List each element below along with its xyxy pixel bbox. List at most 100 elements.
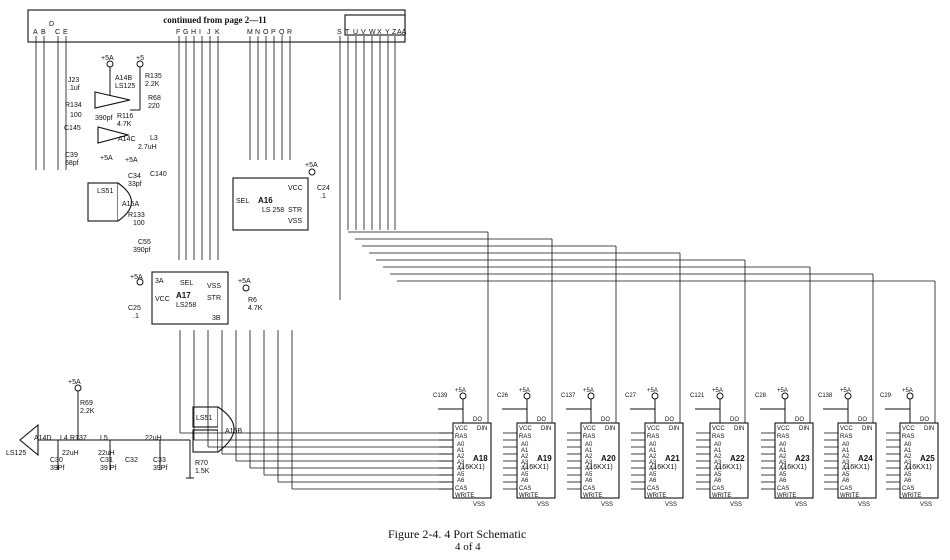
signal-label-o: O — [263, 29, 269, 36]
svg-text:A1: A1 — [521, 448, 529, 454]
a15a-gate: LS51 A15A R133 100 C55 390pf — [87, 182, 151, 254]
svg-text:LS 258: LS 258 — [262, 207, 284, 214]
svg-text:A4: A4 — [457, 466, 465, 472]
svg-text:A6: A6 — [779, 478, 787, 484]
signal-label-p: P — [271, 29, 276, 36]
svg-text:C55: C55 — [138, 239, 151, 246]
svg-text:WRITE: WRITE — [902, 493, 921, 499]
svg-text:WRITE: WRITE — [455, 493, 474, 499]
a17-chip: A17 LS258 SEL STR VCC VSS 3A 3B +5A C25 … — [128, 271, 263, 325]
svg-text:A0: A0 — [904, 442, 912, 448]
svg-text:LS125: LS125 — [115, 83, 135, 90]
svg-text:A3: A3 — [842, 460, 850, 466]
svg-text:100: 100 — [70, 112, 82, 119]
signal-label-g: G — [183, 29, 188, 36]
svg-text:A0: A0 — [649, 442, 657, 448]
svg-text:DO: DO — [601, 417, 610, 423]
svg-text:+5A: +5A — [101, 55, 114, 62]
signal-label-d: D — [49, 21, 54, 28]
svg-text:WRITE: WRITE — [712, 493, 731, 499]
svg-text:DIN: DIN — [799, 426, 809, 432]
svg-text:+5A: +5A — [902, 388, 913, 394]
svg-text:VCC: VCC — [155, 296, 170, 303]
svg-text:VCC: VCC — [288, 185, 303, 192]
svg-text:C33: C33 — [153, 457, 166, 464]
svg-text:L5: L5 — [100, 435, 108, 442]
svg-text:39Pf: 39Pf — [50, 465, 64, 472]
svg-text:A6: A6 — [585, 478, 593, 484]
svg-text:A5: A5 — [457, 472, 465, 478]
svg-text:DO: DO — [920, 417, 929, 423]
svg-text:+5A: +5A — [455, 388, 466, 394]
svg-text:STR: STR — [207, 295, 221, 302]
svg-text:A14D: A14D — [34, 435, 52, 442]
svg-text:3B: 3B — [212, 315, 221, 322]
svg-text:C39: C39 — [65, 152, 78, 159]
svg-text:WRITE: WRITE — [777, 493, 796, 499]
svg-text:A5: A5 — [842, 472, 850, 478]
signal-label-t: T — [345, 29, 350, 36]
svg-text:A3: A3 — [457, 460, 465, 466]
svg-text:A4: A4 — [521, 466, 529, 472]
svg-text:R133: R133 — [128, 212, 145, 219]
svg-text:VSS: VSS — [920, 502, 932, 508]
ram-chip-type: (16KX1) — [844, 464, 870, 471]
svg-text:A15B: A15B — [225, 428, 242, 435]
svg-text:VCC: VCC — [712, 426, 725, 432]
svg-text:LS51: LS51 — [97, 188, 113, 195]
svg-text:68pf: 68pf — [65, 160, 79, 167]
ram-chip-type: (16KX1) — [523, 464, 549, 471]
svg-text:A6: A6 — [521, 478, 529, 484]
svg-text:A3: A3 — [714, 460, 722, 466]
svg-text:R70: R70 — [195, 460, 208, 467]
svg-text:A14B: A14B — [115, 75, 132, 82]
svg-text:2.2K: 2.2K — [145, 81, 160, 88]
svg-text:A0: A0 — [714, 442, 722, 448]
svg-text:3A: 3A — [155, 278, 164, 285]
svg-text:SEL: SEL — [180, 280, 193, 287]
signal-label-e: E — [63, 29, 68, 36]
svg-text:100: 100 — [133, 220, 145, 227]
signal-label-z: Z — [392, 29, 397, 36]
svg-text:2.7uH: 2.7uH — [138, 144, 157, 151]
svg-text:DIN: DIN — [862, 426, 872, 432]
ram-chip-name: A25 — [920, 454, 935, 463]
svg-text:DO: DO — [730, 417, 739, 423]
ram-chip-name: A24 — [858, 454, 873, 463]
ram-chip-type: (16KX1) — [906, 464, 932, 471]
svg-text:C25: C25 — [128, 305, 141, 312]
decoupling-cap: C28 — [755, 393, 767, 399]
svg-text:A4: A4 — [842, 466, 850, 472]
signal-label-b: B — [41, 29, 46, 36]
svg-text:390pf: 390pf — [95, 115, 113, 122]
svg-text:R116: R116 — [117, 113, 133, 120]
svg-text:CAS: CAS — [777, 486, 789, 492]
decoupling-cap: C139 — [433, 393, 448, 399]
svg-text:A5: A5 — [521, 472, 529, 478]
signal-label-y: Y — [385, 29, 390, 36]
left-passives: J23 .1uf R134 100 C145 390pf R116 4.7K R… — [64, 77, 167, 188]
svg-text:WRITE: WRITE — [519, 493, 538, 499]
a15b-gate: LS51 A15B — [192, 406, 242, 453]
signal-label-a: A — [33, 29, 38, 36]
svg-text:A1: A1 — [649, 448, 657, 454]
svg-text:A14C: A14C — [118, 136, 136, 143]
svg-text:22uH: 22uH — [145, 435, 162, 442]
svg-text:4.7K: 4.7K — [117, 121, 132, 128]
decoupling-cap: C27 — [625, 393, 637, 399]
svg-text:+5A: +5A — [647, 388, 658, 394]
ram-chip-name: A20 — [601, 454, 616, 463]
svg-text:A0: A0 — [457, 442, 465, 448]
ram-chip-type: (16KX1) — [459, 464, 485, 471]
svg-text:RAS: RAS — [455, 434, 467, 440]
svg-text:A15A: A15A — [122, 201, 139, 208]
svg-text:VCC: VCC — [902, 426, 915, 432]
svg-text:+5A: +5A — [125, 157, 138, 164]
svg-text:A3: A3 — [649, 460, 657, 466]
ram-chip-name: A23 — [795, 454, 810, 463]
svg-text:RAS: RAS — [777, 434, 789, 440]
signal-label-v: V — [361, 29, 366, 36]
figure-caption-page: 4 of 4 — [455, 541, 481, 553]
svg-text:C30: C30 — [50, 457, 63, 464]
